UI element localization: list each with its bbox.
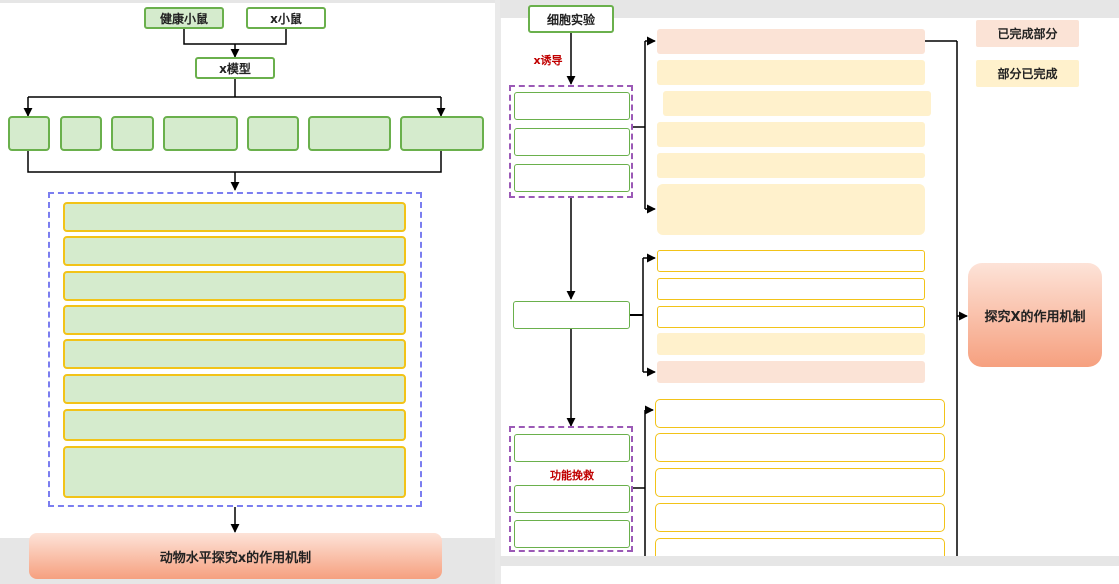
experiment-row-6 [63,374,406,404]
group-box-4 [163,116,238,151]
group-box-2 [60,116,102,151]
induction-box-1 [514,92,630,120]
legend-completed: 已完成部分 [976,20,1079,47]
group-box-6 [308,116,391,151]
x-mouse-label: x小鼠 [246,7,326,29]
result-bar-16 [655,538,945,556]
panel-divider [495,0,501,584]
group-box-7 [400,116,484,151]
result-bar-9 [657,306,925,328]
rescue-box-2 [514,485,630,513]
result-bar-5 [657,153,925,178]
group-box-5 [247,116,299,151]
rescue-group [509,426,633,552]
experiment-row-7 [63,409,406,441]
result-bar-7 [657,250,925,272]
experiment-row-1 [63,202,406,232]
group-box-1 [8,116,50,151]
result-bar-3 [663,91,931,116]
experiment-row-3 [63,271,406,301]
induction-group [509,85,633,198]
result-bar-15 [655,503,945,532]
x-model-label: x模型 [195,57,275,79]
result-bar-14 [655,468,945,497]
induction-box-2 [514,128,630,156]
result-bar-13 [655,433,945,462]
experiment-row-8 [63,446,406,498]
cell-experiment-label: 细胞实验 [528,5,614,33]
experiment-container [48,192,422,507]
result-bar-2 [657,60,925,85]
top-gray-bar-right [500,0,1119,18]
legend-partial: 部分已完成 [976,60,1079,87]
induction-box-3 [514,164,630,192]
result-bar-12 [655,399,945,428]
bottom-gray-bar-right [500,556,1119,566]
result-bar-8 [657,278,925,300]
result-bar-4 [657,122,925,147]
rescue-box-3 [514,520,630,548]
animal-mechanism-result: 动物水平探究x的作用机制 [29,533,442,579]
result-bar-10 [657,333,925,355]
function-rescue-label: 功能挽救 [550,469,594,482]
result-bar-11 [657,361,925,383]
experiment-row-2 [63,236,406,266]
rescue-box-1 [514,434,630,462]
mechanism-result: 探究X的作用机制 [968,263,1102,367]
x-induction-label: x诱导 [533,54,563,67]
middle-step-box [513,301,630,329]
healthy-mouse-label: 健康小鼠 [144,7,224,29]
group-box-3 [111,116,154,151]
result-bar-6 [657,184,925,235]
result-bar-1 [657,29,925,54]
experiment-row-4 [63,305,406,335]
top-gray-bar-left [0,0,497,3]
experiment-row-5 [63,339,406,369]
